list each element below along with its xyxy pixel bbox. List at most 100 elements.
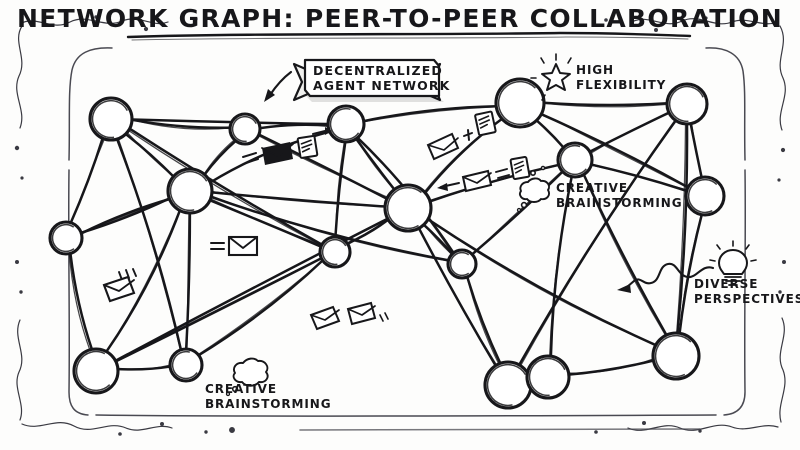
msg-two-envelopes: [309, 301, 389, 331]
graph-node[interactable]: [665, 82, 709, 126]
node-inner-arc: [75, 350, 111, 392]
graph-edge: [534, 118, 566, 150]
graph-node[interactable]: [651, 331, 701, 381]
graph-edge: [257, 133, 389, 201]
graph-edge: [127, 126, 325, 247]
node-inner-arc: [497, 80, 536, 126]
graph-edge: [517, 119, 677, 367]
graph-edge: [465, 275, 503, 367]
graph-edge: [540, 112, 690, 190]
node-circle: [383, 183, 433, 233]
graph-edge: [418, 226, 498, 367]
graph-node[interactable]: [556, 141, 594, 179]
graph-node[interactable]: [88, 96, 134, 142]
envelope-icon: [227, 235, 259, 257]
node-inner-arc: [449, 251, 470, 277]
banner-line-2: AGENT NETWORK: [313, 78, 451, 93]
msg-arrow-envelope-doc: [437, 156, 531, 193]
graph-edge: [465, 274, 501, 366]
node-circle: [88, 96, 134, 142]
graph-edge: [355, 137, 396, 191]
node-inner-arc: [171, 350, 198, 380]
graph-edge: [361, 106, 497, 123]
node-circle: [318, 235, 352, 269]
graph-edge: [68, 251, 92, 353]
graph-edge: [541, 102, 670, 108]
envelope-icon: [461, 169, 493, 193]
graph-edge: [567, 358, 655, 374]
document-icon: [509, 156, 531, 180]
arrow-left-icon: [437, 182, 460, 191]
graph-node[interactable]: [326, 104, 366, 144]
node-circle: [228, 112, 262, 146]
node-inner-arc: [528, 357, 566, 397]
callout-creative-brainstorming-left-line-1: CREATIVE: [205, 382, 277, 396]
graph-node[interactable]: [494, 77, 546, 129]
graph-edge: [114, 218, 389, 363]
page-title-text: NETWORK GRAPH: PEER-TO-PEER COLLABORATIO…: [17, 4, 783, 33]
node-inner-arc: [329, 107, 360, 141]
node-inner-arc: [486, 363, 527, 407]
callout-high-flexibility-line-2: FLEXIBILITY: [576, 78, 666, 92]
envelope-icon: [102, 275, 136, 303]
graph-edge: [362, 104, 498, 123]
graph-edge: [471, 169, 565, 256]
graph-edge: [335, 141, 345, 239]
graph-edge: [256, 134, 389, 198]
node-circle: [483, 360, 533, 410]
graph-edge: [208, 197, 324, 247]
banner-line-1: DECENTRALIZED: [313, 63, 443, 78]
graph-edge: [186, 212, 190, 350]
message-icon-group: [102, 110, 531, 331]
graph-edge: [519, 118, 678, 368]
node-circle: [48, 220, 84, 256]
graph-edge: [202, 138, 238, 177]
node-circle: [446, 248, 478, 280]
document-icon: [474, 110, 497, 137]
graph-edge: [69, 137, 106, 225]
graph-edge: [116, 364, 172, 371]
graph-node[interactable]: [383, 183, 433, 233]
graph-node[interactable]: [228, 112, 262, 146]
graph-edge: [105, 209, 181, 353]
node-inner-arc: [169, 170, 208, 212]
node-circle: [665, 82, 709, 126]
graph-edge: [79, 198, 171, 234]
decorative-border: [14, 15, 786, 436]
node-circle: [168, 347, 204, 383]
callout-creative-brainstorming-left: CREATIVE BRAINSTORMING: [205, 357, 331, 411]
graph-edge: [581, 172, 668, 337]
curved-arrow-down-left-icon: [264, 70, 293, 102]
graph-edge: [126, 129, 323, 247]
graph-node[interactable]: [525, 354, 571, 400]
node-inner-arc: [386, 186, 422, 230]
graph-node[interactable]: [318, 235, 352, 269]
graph-node[interactable]: [684, 175, 726, 217]
graph-node[interactable]: [166, 167, 214, 215]
graph-edges: [68, 101, 704, 384]
graph-edge: [334, 140, 347, 239]
graph-edge: [345, 218, 390, 247]
node-circle: [651, 331, 701, 381]
graph-edge: [209, 194, 451, 262]
graph-edge: [131, 118, 233, 130]
node-inner-arc: [668, 85, 704, 123]
graph-edge: [211, 190, 388, 208]
graph-edge: [422, 222, 454, 257]
graph-node[interactable]: [48, 220, 84, 256]
thought-cloud-icon: [225, 357, 269, 397]
envelope-icon: [346, 301, 377, 326]
graph-node[interactable]: [483, 360, 533, 410]
lightbulb-icon: [709, 240, 757, 286]
envelope-icon: [261, 142, 294, 165]
graph-node[interactable]: [168, 347, 204, 383]
graph-edge: [354, 136, 398, 193]
thought-cloud-icon: [516, 165, 550, 213]
node-inner-arc: [51, 223, 75, 253]
callout-diverse-perspectives-line-2: PERSPECTIVES: [694, 292, 800, 306]
banner-decentralized-agent-network: DECENTRALIZED AGENT NETWORK: [264, 58, 451, 102]
envelope-icon: [426, 132, 460, 161]
graph-node[interactable]: [72, 347, 120, 395]
graph-node[interactable]: [446, 248, 478, 280]
